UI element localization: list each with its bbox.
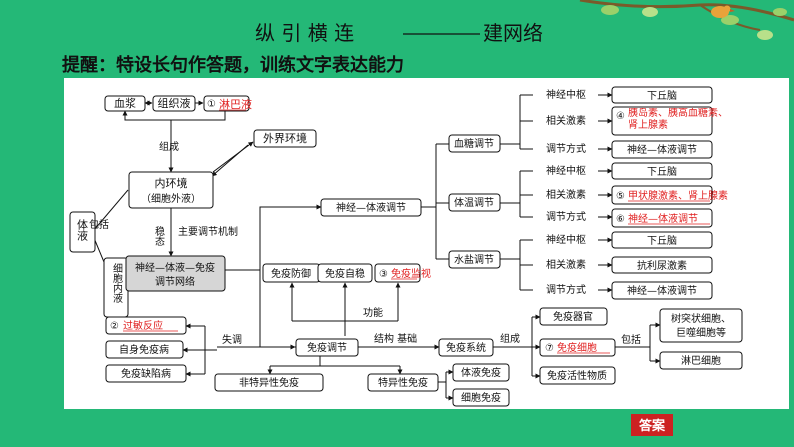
node-kldnjs: 抗利尿激素 (637, 259, 687, 272)
answer-6-number: ⑥ (616, 214, 625, 225)
node-sjty-1: 神经—体液调节 (627, 143, 697, 156)
label-gongneng: 功能 (363, 306, 383, 319)
label-wentai: 稳态 (153, 225, 165, 246)
label-xgjs-1: 相关激素 (546, 114, 586, 127)
node-neihuanjing-line1: 内环境 (155, 176, 188, 190)
label-sjzs-1: 神经中枢 (546, 88, 586, 101)
node-xibao-mianyi: 细胞免疫 (461, 391, 501, 404)
node-quexian: 免疫缺陷病 (121, 367, 171, 380)
node-linba-xibao: 淋巴细胞 (681, 354, 721, 367)
label-baokuo-right: 包括 (621, 333, 641, 346)
label-tjfs-3: 调节方式 (546, 283, 586, 296)
label-sjzs-2: 神经中枢 (546, 164, 586, 177)
answer-1-number: ① (207, 99, 216, 110)
node-mianyi-tiaojie: 免疫调节 (307, 341, 347, 354)
answer-6-text: 神经—体液调节 (628, 212, 698, 225)
answer-3-text: 免疫监视 (391, 267, 431, 280)
node-xuetang: 血糖调节 (454, 137, 494, 150)
answer-2-number: ② (110, 321, 119, 332)
node-neihuanjing-line2: （细胞外液） (141, 192, 201, 205)
node-tiye-mianyi: 体液免疫 (461, 366, 501, 379)
label-xgjs-2: 相关激素 (546, 188, 586, 201)
node-tiwen: 体温调节 (454, 197, 494, 209)
node-mianyi-ziwen: 免疫自稳 (325, 267, 365, 280)
label-shitiao: 失调 (222, 333, 242, 346)
slide-title-right: 建网络 (483, 21, 543, 45)
answer-4-text: 胰岛素、胰高血糖素、肾上腺素 (628, 108, 728, 132)
node-network-line1: 神经—体液—免疫 (135, 261, 215, 274)
tree-branch-icon (580, 0, 794, 40)
answer-5-text: 甲状腺激素、肾上腺素 (628, 189, 728, 202)
node-shutu-line2: 巨噬细胞等 (676, 326, 726, 339)
slide-subtitle: 提醒：特设长句作答题，训练文字表达能力 (62, 54, 404, 76)
node-teyi: 特异性免疫 (378, 376, 428, 389)
answer-1-linbaye: 淋巴液 (219, 97, 252, 111)
label-baokuo-left: 包括 (89, 218, 109, 231)
answer-7-text: 免疫细胞 (557, 341, 597, 354)
label-zucheng2: 组成 (500, 332, 520, 345)
node-zishen: 自身免疫病 (119, 343, 169, 356)
slide-title-left: 纵 引 横 连 (255, 21, 354, 45)
label-sjzs-3: 神经中枢 (546, 233, 586, 246)
node-mianyi-huoxing: 免疫活性物质 (547, 369, 607, 382)
label-xgjs-3: 相关激素 (546, 258, 586, 271)
answer-button-label: 答案 (639, 418, 666, 434)
node-zuzhiye: 组织液 (158, 96, 191, 110)
answer-7-number: ⑦ (545, 343, 554, 354)
node-tiye: 体液 (76, 218, 89, 242)
node-xqn-3: 下丘脑 (647, 234, 677, 247)
answer-2-text: 过敏反应 (123, 319, 163, 332)
node-shuiyan: 水盐调节 (454, 253, 494, 266)
node-network-line2: 调节网络 (155, 275, 195, 288)
label-zucheng: 组成 (159, 140, 179, 153)
answer-3-number: ③ (379, 269, 388, 280)
node-sjty-3: 神经—体液调节 (627, 284, 697, 297)
node-shutu-line1: 树突状细胞、 (671, 312, 731, 325)
label-zhuyao: 主要调节机制 (178, 225, 238, 238)
node-waijie: 外界环境 (263, 131, 307, 145)
node-feiteyi: 非特异性免疫 (239, 376, 299, 389)
label-jiegou-jichu: 结构 基础 (374, 332, 417, 345)
node-xuejiang: 血浆 (114, 96, 136, 110)
node-mianyi-qiguan: 免疫器官 (553, 310, 593, 323)
label-tjfs-2: 调节方式 (546, 210, 586, 223)
node-mianyi-xitong: 免疫系统 (446, 341, 486, 354)
node-xibaoneiye: 细胞内液 (111, 262, 123, 304)
answer-4-number: ④ (616, 111, 625, 122)
node-mianyi-fangyu: 免疫防御 (271, 267, 311, 280)
answer-4-box: 胰岛素、胰高血糖素、肾上腺素 (628, 108, 728, 138)
answer-5-number: ⑤ (616, 191, 625, 202)
node-shenjing-tiye: 神经—体液调节 (336, 201, 406, 214)
node-xqn-1: 下丘脑 (647, 89, 677, 102)
label-tjfs-1: 调节方式 (546, 142, 586, 155)
node-xqn-2: 下丘脑 (647, 165, 677, 178)
